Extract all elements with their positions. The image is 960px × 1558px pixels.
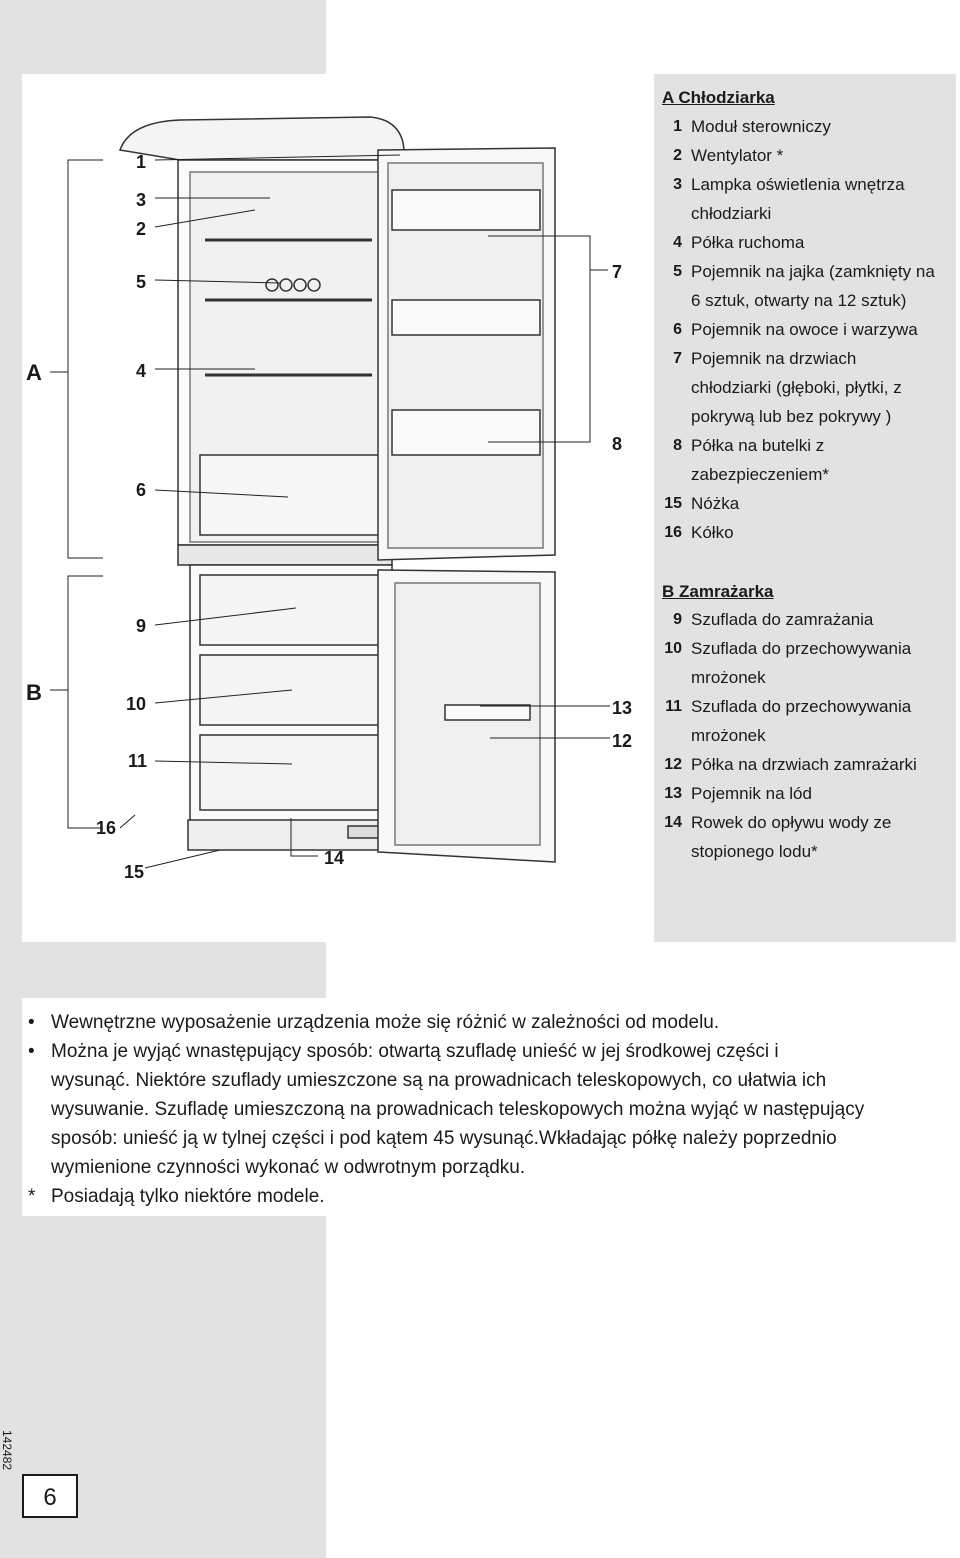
callout-8: 8 (612, 434, 622, 454)
fridge-illustration (118, 116, 556, 863)
notes-panel (22, 998, 952, 1216)
callout-2: 2 (136, 219, 146, 239)
leader-lines (50, 154, 610, 869)
legend-content: A Chłodziarka 1 Moduł sterowniczy 2 Went… (662, 88, 935, 861)
legend-section-b-title: B Zamrażarka (662, 582, 774, 601)
callout-section-b: B (26, 680, 42, 705)
callout-6: 6 (136, 480, 146, 500)
legend-panel (654, 74, 956, 942)
callout-10: 10 (126, 694, 146, 714)
callout-section-a: A (26, 360, 42, 385)
callout-12: 12 (612, 731, 632, 751)
callout-1: 1 (136, 152, 146, 172)
callout-9: 9 (136, 616, 146, 636)
notes-content: • Wewnętrzne wyposażenie urządzenia może… (28, 1012, 865, 1207)
callout-14: 14 (324, 848, 344, 868)
callout-15: 15 (124, 862, 144, 882)
document-code: 142482 (0, 1430, 14, 1471)
callout-5: 5 (136, 272, 146, 292)
callout-3: 3 (136, 190, 146, 210)
callout-7: 7 (612, 262, 622, 282)
callout-11: 11 (128, 751, 147, 771)
callout-13: 13 (612, 698, 632, 718)
callout-4: 4 (136, 361, 146, 381)
legend-section-a-title: A Chłodziarka (662, 88, 775, 107)
page-number: 6 (22, 1474, 78, 1518)
callout-16: 16 (96, 818, 116, 838)
fridge-diagram: A B 1 3 2 5 4 6 7 8 9 10 11 13 12 16 15 … (26, 116, 632, 882)
